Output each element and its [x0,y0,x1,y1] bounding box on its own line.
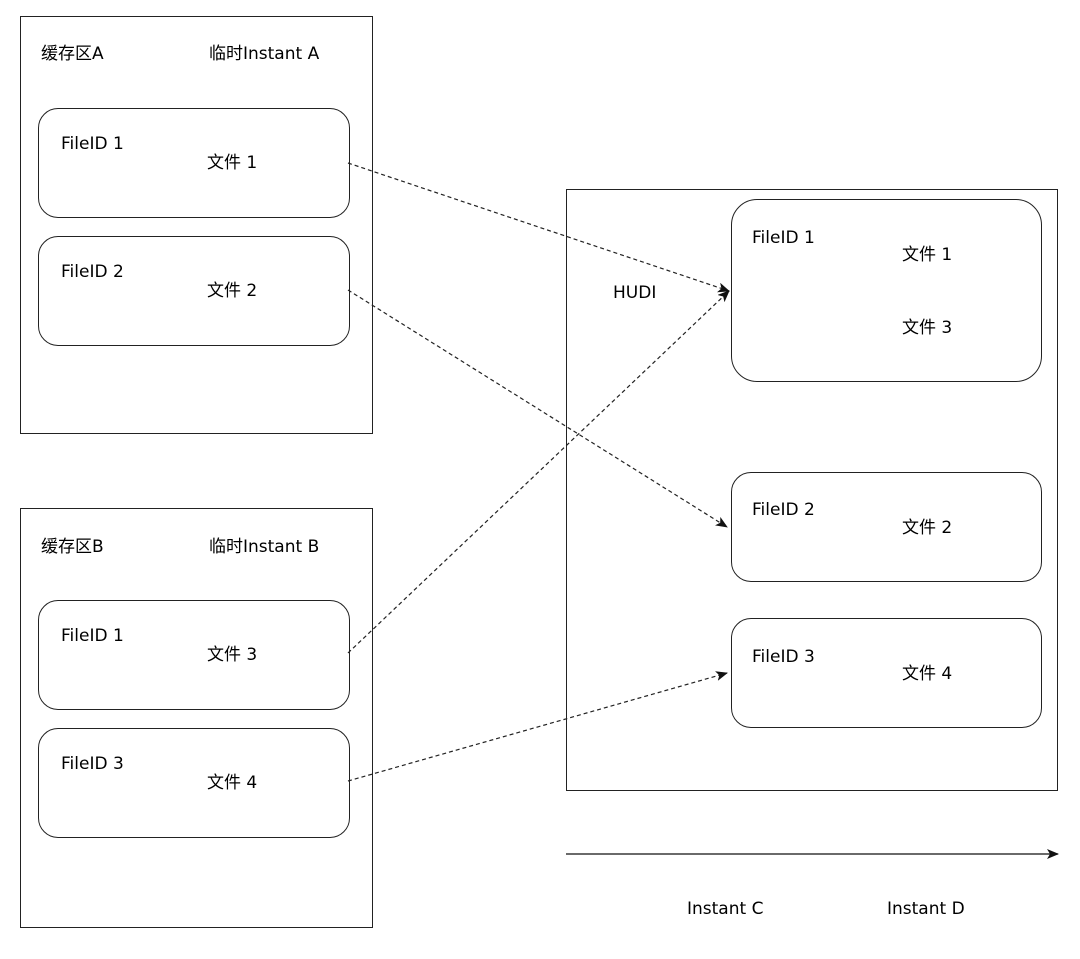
buffer-b-card-1-file: 文件 3 [207,645,258,665]
buffer-a-card-1-file: 文件 1 [207,153,258,173]
hudi-card-3-file: 文件 4 [902,664,953,684]
buffer-a-card-1: FileID 1 文件 1 [38,108,350,218]
hudi-card-2-file: 文件 2 [902,518,953,538]
buffer-b-card-2: FileID 3 文件 4 [38,728,350,838]
buffer-b-card-2-fileid: FileID 3 [61,754,124,774]
hudi-card-3-fileid: FileID 3 [752,647,815,667]
hudi-container: HUDI FileID 1 文件 1 文件 3 FileID 2 文件 2 Fi… [566,189,1058,791]
buffer-b-container: 缓存区B 临时Instant B FileID 1 文件 3 FileID 3 … [20,508,373,928]
timeline-label-c: Instant C [687,899,764,919]
buffer-a-card-1-fileid: FileID 1 [61,134,124,154]
buffer-a-title: 缓存区A [41,44,104,64]
hudi-card-1-fileid: FileID 1 [752,228,815,248]
buffer-b-instant: 临时Instant B [209,537,320,557]
buffer-b-card-1: FileID 1 文件 3 [38,600,350,710]
buffer-a-container: 缓存区A 临时Instant A FileID 1 文件 1 FileID 2 … [20,16,373,434]
buffer-b-card-1-fileid: FileID 1 [61,626,124,646]
buffer-b-title: 缓存区B [41,537,104,557]
buffer-a-card-2: FileID 2 文件 2 [38,236,350,346]
hudi-title: HUDI [613,283,657,303]
hudi-card-3: FileID 3 文件 4 [731,618,1042,728]
buffer-a-instant: 临时Instant A [209,44,320,64]
buffer-a-card-2-fileid: FileID 2 [61,262,124,282]
hudi-card-1-file-b: 文件 3 [902,318,953,338]
buffer-a-card-2-file: 文件 2 [207,281,258,301]
hudi-card-1-file-a: 文件 1 [902,245,953,265]
buffer-b-card-2-file: 文件 4 [207,773,258,793]
timeline-label-d: Instant D [887,899,965,919]
hudi-card-2: FileID 2 文件 2 [731,472,1042,582]
hudi-card-2-fileid: FileID 2 [752,500,815,520]
hudi-card-1: FileID 1 文件 1 文件 3 [731,199,1042,382]
